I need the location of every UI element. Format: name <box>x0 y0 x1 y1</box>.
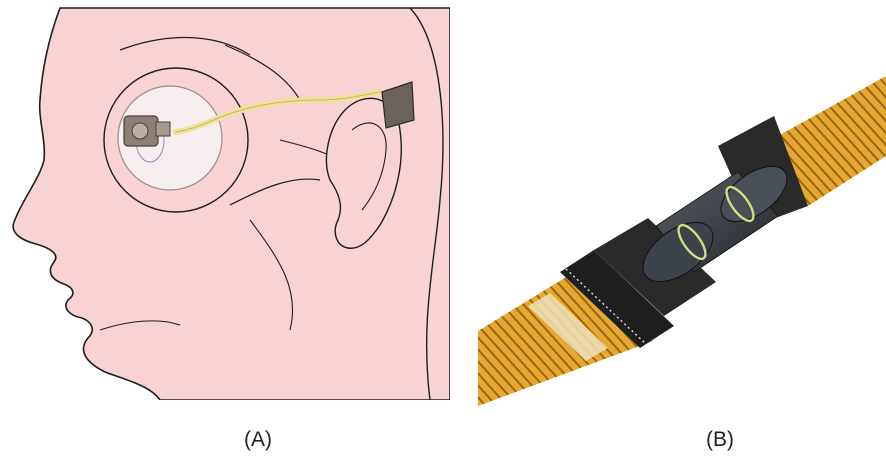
caption-panel-b: (B) <box>706 428 734 452</box>
device-render <box>478 76 886 406</box>
panel-a-head-illustration <box>0 0 450 400</box>
head-illustration <box>0 0 450 400</box>
panel-b-device-render <box>478 76 886 406</box>
caption-panel-a: (A) <box>244 428 272 452</box>
